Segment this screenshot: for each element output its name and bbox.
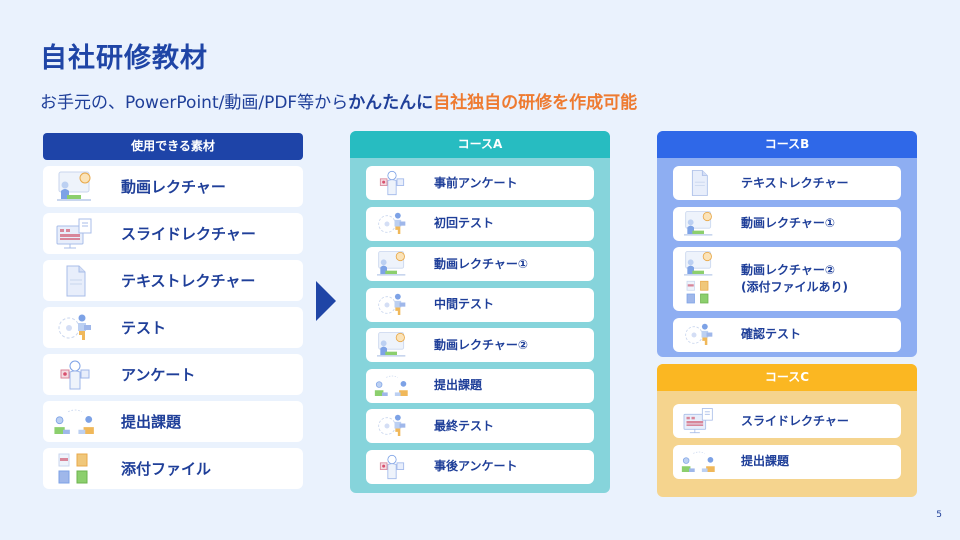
subtitle-accent: 自社独自の研修を作成可能 [433,93,638,113]
materials-list: 動画レクチャースライドレクチャーテキストレクチャーテストアンケート提出課題添付フ… [43,166,303,489]
course-item-label: 中間テスト [434,297,495,311]
test-icon [673,318,725,352]
arrow-right-icon [316,281,336,321]
course-c-item[interactable]: 提出課題 [673,444,901,479]
course-item-text: 提出課題 [741,453,789,470]
course-item-text: 最終テスト [434,418,494,435]
course-a-header: コースA [350,131,610,158]
materials-panel: 使用できる素材 動画レクチャースライドレクチャーテキストレクチャーテストアンケー… [43,133,303,489]
course-b-panel: コースB テキストレクチャー動画レクチャー① 動画レクチャー② (添付ファイルあり)… [657,131,917,357]
course-item-text: スライドレクチャー [741,413,849,430]
subtitle-bold: かんたんに [348,93,434,113]
test-icon [366,288,418,322]
course-a-list: 事前アンケート初回テスト動画レクチャー① 中間テスト動画レクチャー② 提出課題最終テ… [350,158,610,493]
video-lecture-icon [673,207,725,241]
course-item-label: 事後アンケート [434,459,518,473]
material-item-label: アンケート [121,366,196,384]
course-item-text: 動画レクチャー① [741,215,835,232]
course-item-text: 動画レクチャー① [434,256,528,273]
material-item-label: テスト [121,319,167,337]
course-a-item[interactable]: 事後アンケート [366,449,594,484]
course-a-item[interactable]: 中間テスト [366,287,594,322]
course-item-label: 動画レクチャー① [434,256,529,271]
text-document-icon [673,166,725,200]
course-item-label: 動画レクチャー① [741,216,836,230]
course-a-item[interactable]: 初回テスト [366,206,594,241]
course-item-text: 確認テスト [741,326,801,343]
course-item-text: 動画レクチャー② (添付ファイルあり) [741,262,848,296]
course-item-text: 事後アンケート [434,458,518,475]
course-c-item[interactable]: スライドレクチャー [673,404,901,438]
course-item-label: 動画レクチャー② [434,337,529,352]
video-lecture-icon [366,247,418,281]
course-item-text: 事前アンケート [434,175,518,192]
material-item[interactable]: スライドレクチャー [43,213,303,254]
course-b-header: コースB [657,131,917,158]
material-item-label: 提出課題 [121,413,182,431]
course-item-text: 動画レクチャー② [434,337,528,354]
material-item[interactable]: テキストレクチャー [43,260,303,301]
course-a-item[interactable]: 事前アンケート [366,166,594,200]
test-icon [43,307,107,348]
material-item[interactable]: 提出課題 [43,401,303,442]
course-item-label: 初回テスト [434,216,495,230]
course-item-label: 確認テスト [741,327,802,341]
page-title: 自社研修教材 [40,43,208,74]
material-item-label: スライドレクチャー [121,225,256,243]
course-c-header: コースC [657,364,917,391]
video-lecture-icon [673,247,725,311]
slide-lecture-icon [673,404,725,438]
attachment-files-icon [681,279,717,310]
page-subtitle: お手元の、PowerPoint/動画/PDF等からかんたんに自社独自の研修を作成… [40,88,637,113]
survey-icon [43,354,107,395]
course-a-item[interactable]: 動画レクチャー① [366,247,594,281]
course-b-item[interactable]: 動画レクチャー② (添付ファイルあり) [673,247,901,311]
course-item-label: スライドレクチャー [741,413,849,428]
course-a-item[interactable]: 動画レクチャー② [366,328,594,362]
course-a-item[interactable]: 最終テスト [366,409,594,443]
course-item-label: 動画レクチャー② [741,263,836,277]
video-lecture-icon [43,166,107,207]
material-item[interactable]: 添付ファイル [43,448,303,489]
course-b-item[interactable]: 確認テスト [673,317,901,352]
text-document-icon [43,260,107,301]
assignment-icon [673,445,725,479]
course-item-label: 事前アンケート [434,175,518,190]
course-c-list: スライドレクチャー提出課題 [657,391,917,495]
slide-lecture-icon [43,213,107,254]
course-item-text: 中間テスト [434,296,494,313]
course-item-text: 初回テスト [434,215,494,232]
subtitle-plain: お手元の、PowerPoint/動画/PDF等から [40,93,349,113]
course-item-sublabel: (添付ファイルあり) [741,280,848,294]
course-b-item[interactable]: テキストレクチャー [673,166,901,200]
video-lecture-icon [366,328,418,362]
course-item-label: 提出課題 [741,454,790,468]
test-icon [366,207,418,241]
survey-icon [366,450,418,484]
assignment-icon [43,401,107,442]
course-item-label: 最終テスト [434,418,495,433]
course-item-text: 提出課題 [434,377,482,394]
course-item-label: テキストレクチャー [741,175,849,190]
material-item[interactable]: テスト [43,307,303,348]
survey-icon [366,166,418,200]
course-b-item[interactable]: 動画レクチャー① [673,206,901,241]
attachment-files-icon [43,448,107,489]
course-a-item[interactable]: 提出課題 [366,368,594,403]
material-item-label: テキストレクチャー [121,272,256,290]
material-item-label: 添付ファイル [121,460,212,478]
material-item-label: 動画レクチャー [121,178,226,196]
test-icon [366,409,418,443]
course-c-panel: コースC スライドレクチャー提出課題 [657,364,917,497]
course-a-panel: コースA 事前アンケート初回テスト動画レクチャー① 中間テスト動画レクチャー② 提出… [350,131,610,493]
course-item-text: テキストレクチャー [741,175,849,192]
course-item-label: 提出課題 [434,378,483,392]
assignment-icon [366,369,418,403]
material-item[interactable]: アンケート [43,354,303,395]
page-number: 5 [936,510,942,520]
course-b-list: テキストレクチャー動画レクチャー① 動画レクチャー② (添付ファイルあり) 確認テスト [657,158,917,357]
materials-header: 使用できる素材 [43,133,303,160]
material-item[interactable]: 動画レクチャー [43,166,303,207]
